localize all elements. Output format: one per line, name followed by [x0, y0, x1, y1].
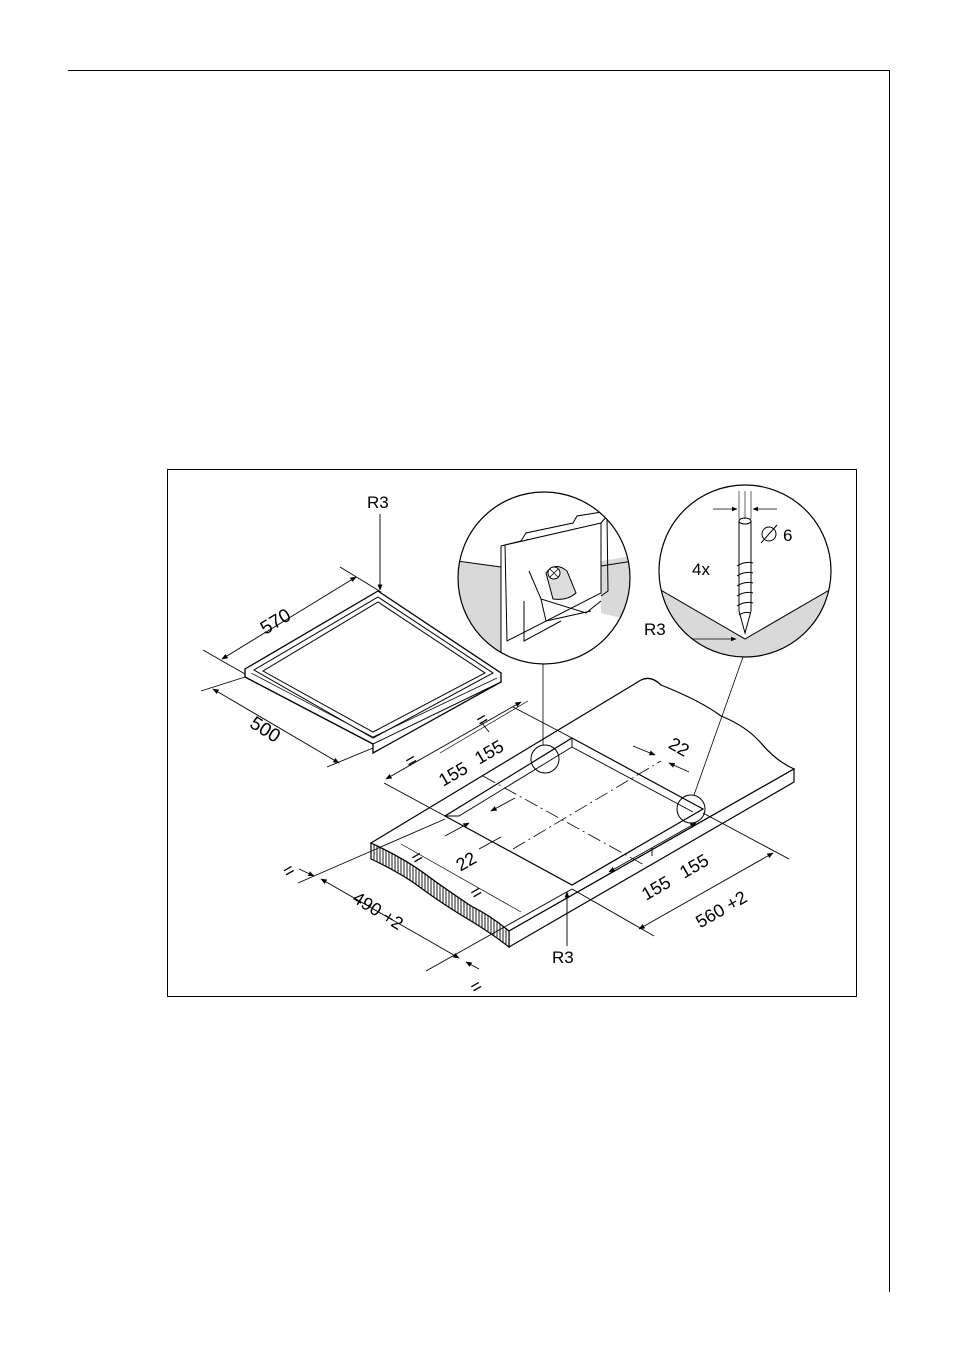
- label-diameter: 6: [783, 526, 792, 545]
- label-500: 500: [246, 713, 284, 748]
- label-r3-detail: R3: [644, 620, 666, 639]
- page-top-rule: [68, 70, 890, 71]
- label-eq-6: =: [467, 975, 486, 998]
- detail-clip-bracket: [457, 491, 633, 666]
- label-490: 490 +2: [349, 888, 407, 934]
- label-eq-3: =: [279, 859, 298, 882]
- label-r3-hob: R3: [367, 493, 389, 512]
- label-155-c: 155: [638, 872, 674, 904]
- page-side-rule: [889, 70, 890, 1292]
- label-4x: 4x: [692, 560, 710, 579]
- detail-screw: [641, 485, 831, 657]
- label-r3-cutout: R3: [552, 948, 574, 967]
- label-eq-1: =: [473, 708, 492, 731]
- label-155-d: 155: [676, 850, 712, 882]
- installation-diagram: 570 500 R3 560 +2 15: [167, 469, 857, 997]
